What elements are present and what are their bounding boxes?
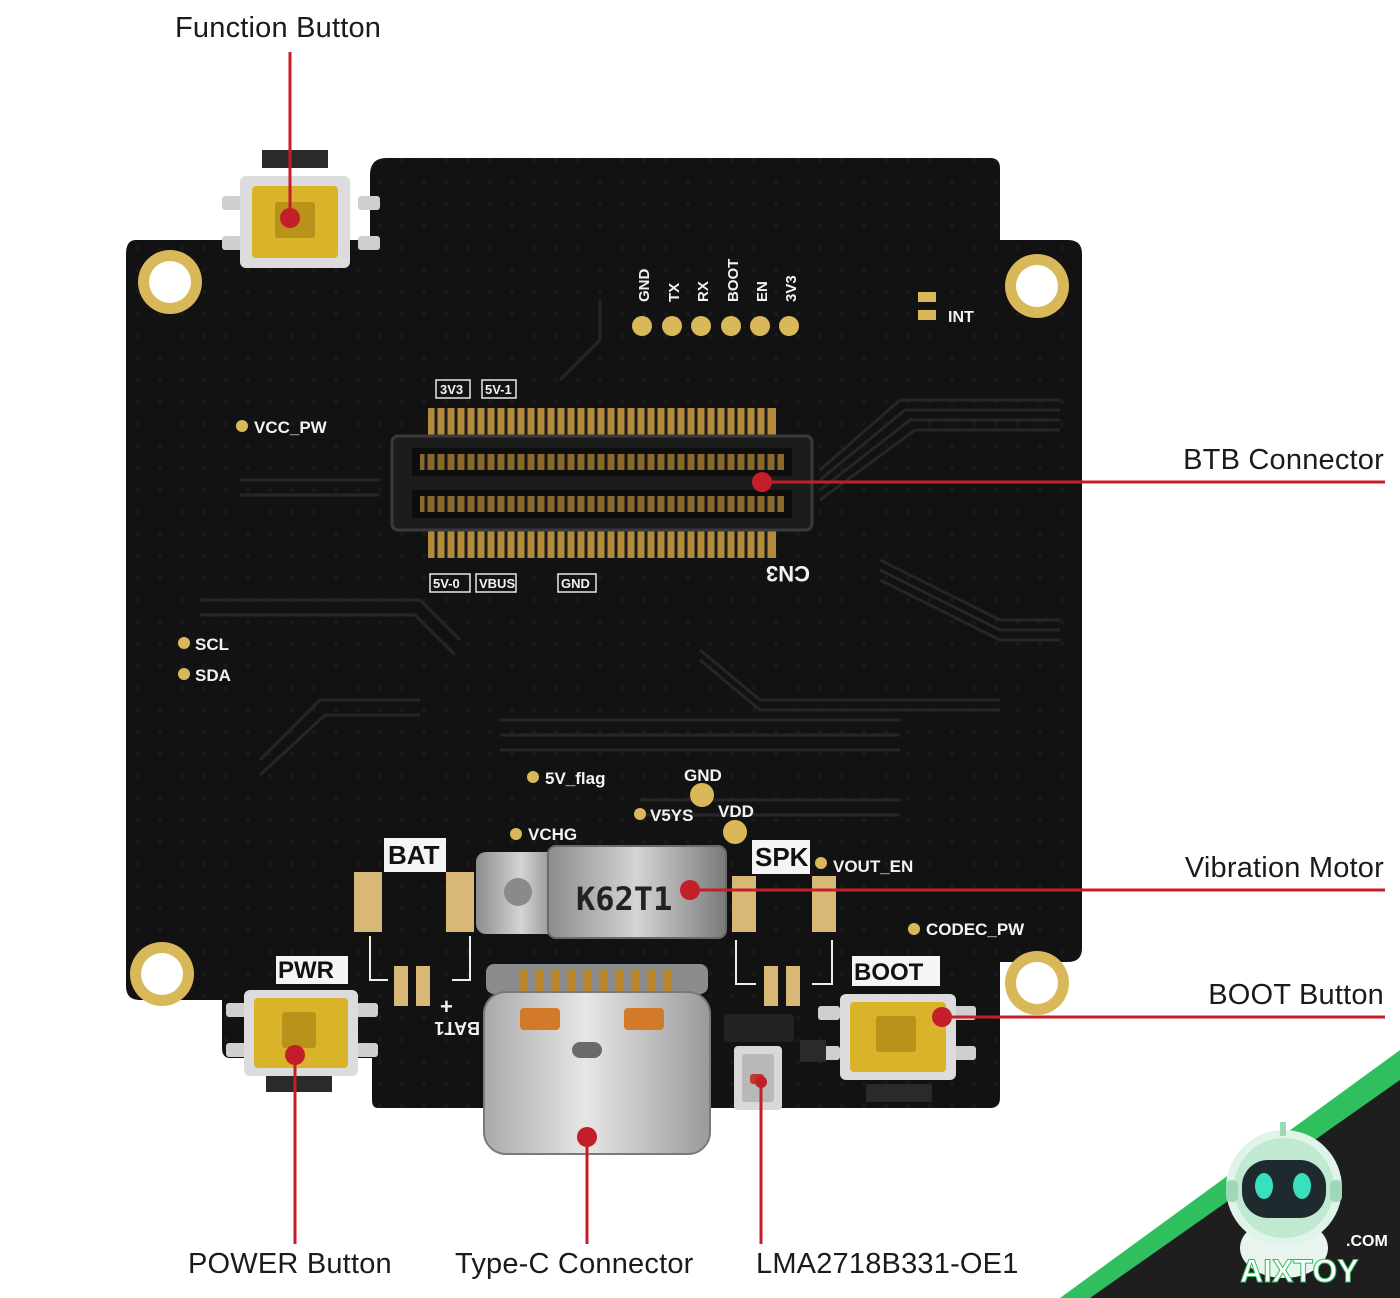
callout-boot-button: BOOT Button [1208, 979, 1384, 1011]
pcb-board [126, 158, 1082, 1108]
mounting-hole-bottom-right [1005, 951, 1069, 1015]
label-gnd-top: GND [636, 269, 653, 303]
label-tx: TX [666, 283, 683, 302]
label-3v3-top: 3V3 [783, 275, 800, 302]
uart-header-labels: GND TX RX BOOT EN 3V3 [636, 259, 800, 302]
callout-dots [280, 208, 952, 1147]
callout-type-c-connector: Type-C Connector [455, 1248, 694, 1280]
small-components [724, 1014, 826, 1062]
label-5v-flag: 5V_flag [545, 769, 605, 788]
label-int: INT [948, 309, 974, 326]
label-5v-1: 5V-1 [485, 382, 512, 397]
label-5v-0: 5V-0 [433, 576, 460, 591]
label-v5ys: V5YS [650, 806, 693, 825]
label-rx: RX [695, 281, 712, 302]
label-3v3-btb: 3V3 [440, 382, 463, 397]
int-sensor: INT [918, 292, 974, 326]
test-points: VCC_PW SCL SDA 5V_flag GND V5YS VDD VCHG… [178, 418, 1025, 939]
label-vdd: VDD [718, 802, 754, 821]
label-bat: BAT [388, 840, 440, 870]
callout-power-button: POWER Button [188, 1248, 392, 1280]
label-vout-en: VOUT_EN [833, 857, 913, 876]
label-vchg: VCHG [528, 825, 577, 844]
aixtoy-logo: .COM AIXTOY [1060, 1050, 1400, 1298]
label-pwr: PWR [278, 957, 334, 984]
type-c-connector [483, 964, 711, 1155]
callout-lines [288, 52, 1385, 1244]
callout-btb-connector: BTB Connector [1183, 444, 1384, 476]
mounting-hole-top-right [1005, 254, 1069, 318]
speaker-connector-pads: SPK [732, 840, 836, 1006]
label-boot-top: BOOT [725, 259, 742, 302]
btb-labels: 3V3 5V-1 5V-0 VBUS GND CN3 [429, 379, 810, 593]
label-gnd-btb: GND [561, 576, 590, 591]
label-vbus: VBUS [479, 576, 515, 591]
label-en: EN [754, 281, 771, 302]
btb-connector [390, 408, 814, 558]
callout-vibration-motor: Vibration Motor [1184, 852, 1384, 884]
label-bat1-plus: + [440, 994, 453, 1019]
vibration-motor: K62T1 [476, 845, 727, 939]
power-button[interactable]: PWR [226, 956, 378, 1092]
label-cn3: CN3 [766, 561, 810, 586]
label-scl: SCL [195, 635, 229, 654]
mounting-hole-top-left [138, 250, 202, 314]
label-sda: SDA [195, 666, 231, 685]
label-boot: BOOT [854, 959, 924, 986]
label-gnd-mid: GND [684, 766, 722, 785]
mounting-hole-bottom-left [130, 942, 194, 1006]
brand-domain: .COM [1346, 1233, 1388, 1250]
label-bat1: BAT1 [434, 1018, 480, 1038]
label-spk: SPK [755, 842, 809, 872]
callout-function-button: Function Button [175, 12, 382, 44]
battery-connector-pads: BAT + BAT1 [354, 838, 480, 1038]
label-codec-pw: CODEC_PW [926, 920, 1025, 939]
brand-name: AIXTOY [1240, 1253, 1359, 1289]
motor-marking: K62T1 [576, 880, 672, 918]
label-vcc-pw: VCC_PW [254, 418, 328, 437]
callout-microphone: LMA2718B331-OE1 [756, 1248, 1019, 1280]
boot-button[interactable]: BOOT [818, 956, 976, 1102]
robot-mascot-icon [1226, 1122, 1342, 1278]
uart-header-pads [632, 316, 799, 336]
